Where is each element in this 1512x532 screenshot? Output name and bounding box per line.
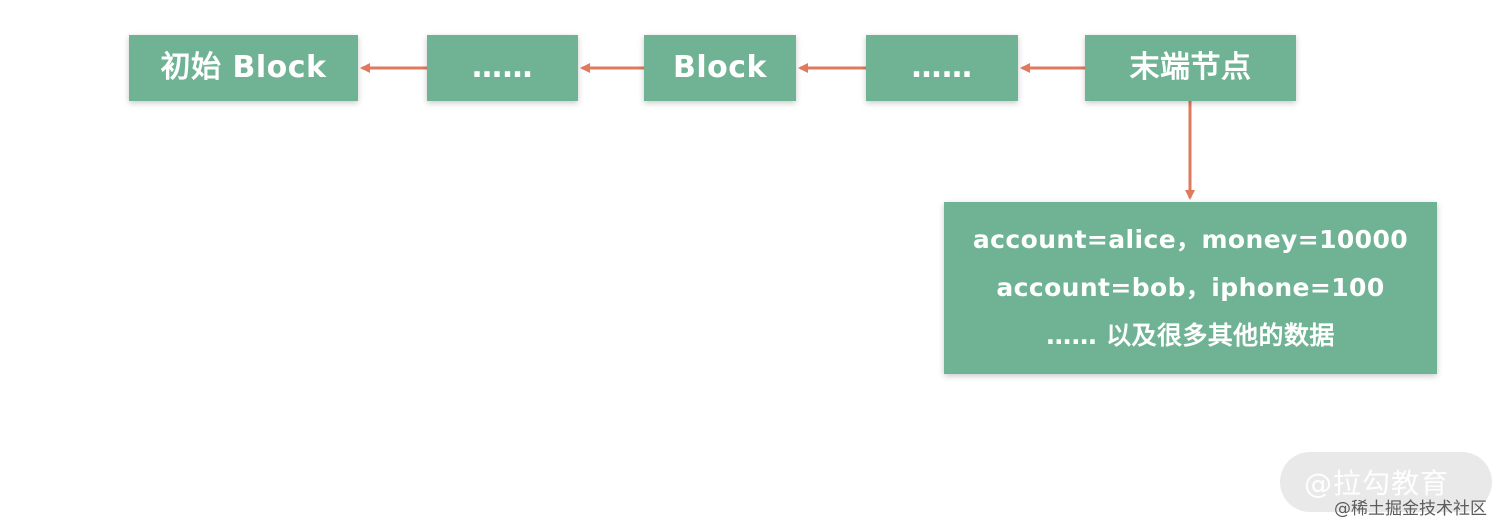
watermark-sub-text: @稀土掘金技术社区 [1334, 499, 1487, 519]
ellipsis-label-2: …… [911, 50, 973, 85]
state-line-more: …… 以及很多其他的数据 [1046, 321, 1335, 350]
state-line-alice: account=alice，money=10000 [972, 225, 1409, 254]
ellipsis-node-2: …… [866, 35, 1018, 101]
tail-node-label: 末端节点 [1129, 50, 1252, 85]
tail-node: 末端节点 [1085, 35, 1296, 101]
genesis-block-label: 初始 Block [160, 50, 327, 85]
watermark-main-text: @拉勾教育 [1304, 467, 1450, 500]
ellipsis-label-1: …… [472, 50, 533, 85]
genesis-block-node: 初始 Block [129, 35, 358, 101]
ellipsis-node-1: …… [427, 35, 578, 101]
state-line-bob: account=bob，iphone=100 [996, 273, 1385, 302]
state-data-node: account=alice，money=10000 account=bob，ip… [944, 202, 1437, 374]
watermark-background [1280, 452, 1492, 512]
block-node: Block [644, 35, 796, 101]
block-label: Block [673, 50, 767, 85]
